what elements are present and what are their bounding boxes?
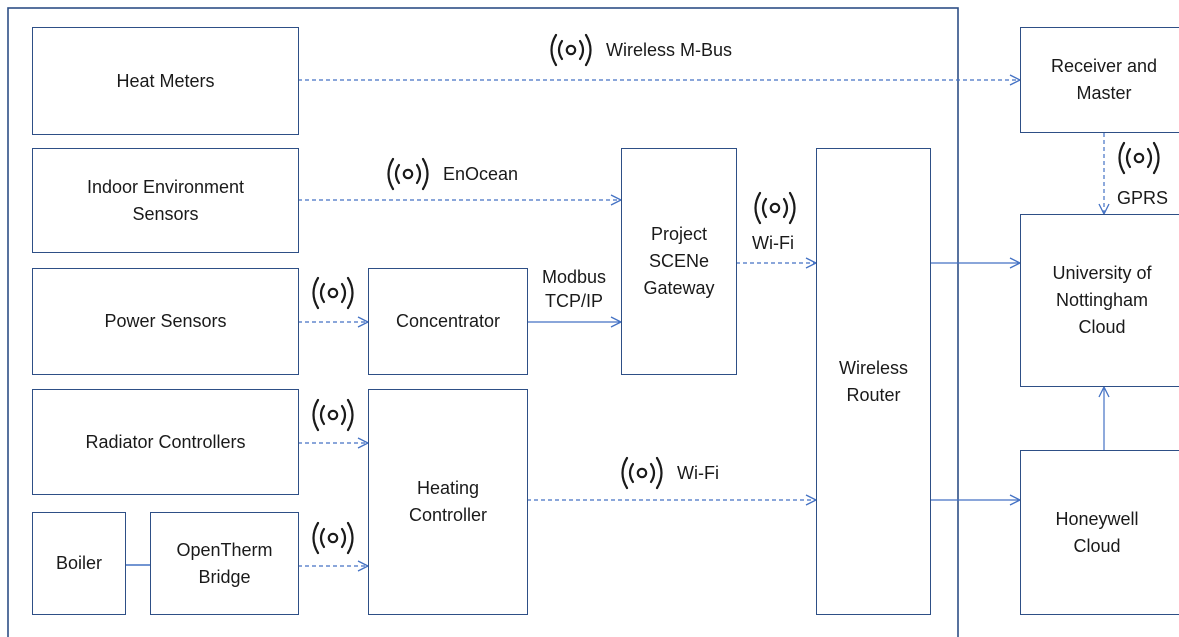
gprs-label: GPRS xyxy=(1117,188,1169,208)
opentherm-bridge-label: OpenTherm Bridge xyxy=(176,539,273,587)
modbus-line2: TCP/IP xyxy=(544,291,603,311)
wireless-signal-icon xyxy=(621,456,663,490)
gateway-box: Project SCENe Gateway xyxy=(621,148,737,375)
boiler-box: Boiler xyxy=(32,512,126,615)
gateway-label: Project SCENe Gateway xyxy=(643,224,715,298)
enocean-label: EnOcean xyxy=(385,156,518,192)
wireless-signal-icon xyxy=(387,157,429,191)
wireless-mbus-text: Wireless M-Bus xyxy=(606,40,733,60)
wireless-signal-icon xyxy=(754,191,796,225)
indoor-sensors-label: Indoor Environment Sensors xyxy=(86,176,245,224)
honeywell-cloud-label: Honeywell Cloud xyxy=(1055,508,1139,556)
radiator-controllers-box: Radiator Controllers xyxy=(32,389,299,495)
concentrator-box: Concentrator xyxy=(368,268,528,375)
opentherm-bridge-box: OpenTherm Bridge xyxy=(150,512,299,615)
wireless-mbus-label: Wireless M-Bus xyxy=(548,32,732,68)
uon-cloud-box: University of Nottingham Cloud xyxy=(1020,214,1179,387)
heating-controller-label: Heating Controller xyxy=(408,478,488,525)
enocean-text: EnOcean xyxy=(443,164,519,184)
receiver-master-label: Receiver and Master xyxy=(1050,56,1158,103)
modbus-line1: Modbus xyxy=(541,267,607,287)
heating-controller-box: Heating Controller xyxy=(368,389,528,615)
wireless-signal-icon xyxy=(312,276,354,310)
wifi-heating-label: Wi-Fi xyxy=(619,455,719,491)
power-sensors-box: Power Sensors xyxy=(32,268,299,375)
wireless-signal-icon xyxy=(312,398,354,432)
wireless-signal-icon xyxy=(1118,141,1160,175)
modbus-label: Modbus TCP/IP xyxy=(530,265,618,313)
uon-cloud-label: University of Nottingham Cloud xyxy=(1052,263,1152,337)
heat-meters-box: Heat Meters xyxy=(32,27,299,135)
honeywell-cloud-box: Honeywell Cloud xyxy=(1020,450,1179,615)
wifi-heating-text: Wi-Fi xyxy=(677,463,719,483)
building-boundary xyxy=(7,7,959,637)
wifi-gateway-label: Wi-Fi xyxy=(752,233,794,253)
wireless-signal-icon xyxy=(312,521,354,555)
indoor-sensors-box: Indoor Environment Sensors xyxy=(32,148,299,253)
wireless-router-label: Wireless Router xyxy=(838,357,908,405)
receiver-master-box: Receiver and Master xyxy=(1020,27,1179,133)
wireless-signal-icon xyxy=(550,33,592,67)
wireless-router-box: Wireless Router xyxy=(816,148,931,615)
